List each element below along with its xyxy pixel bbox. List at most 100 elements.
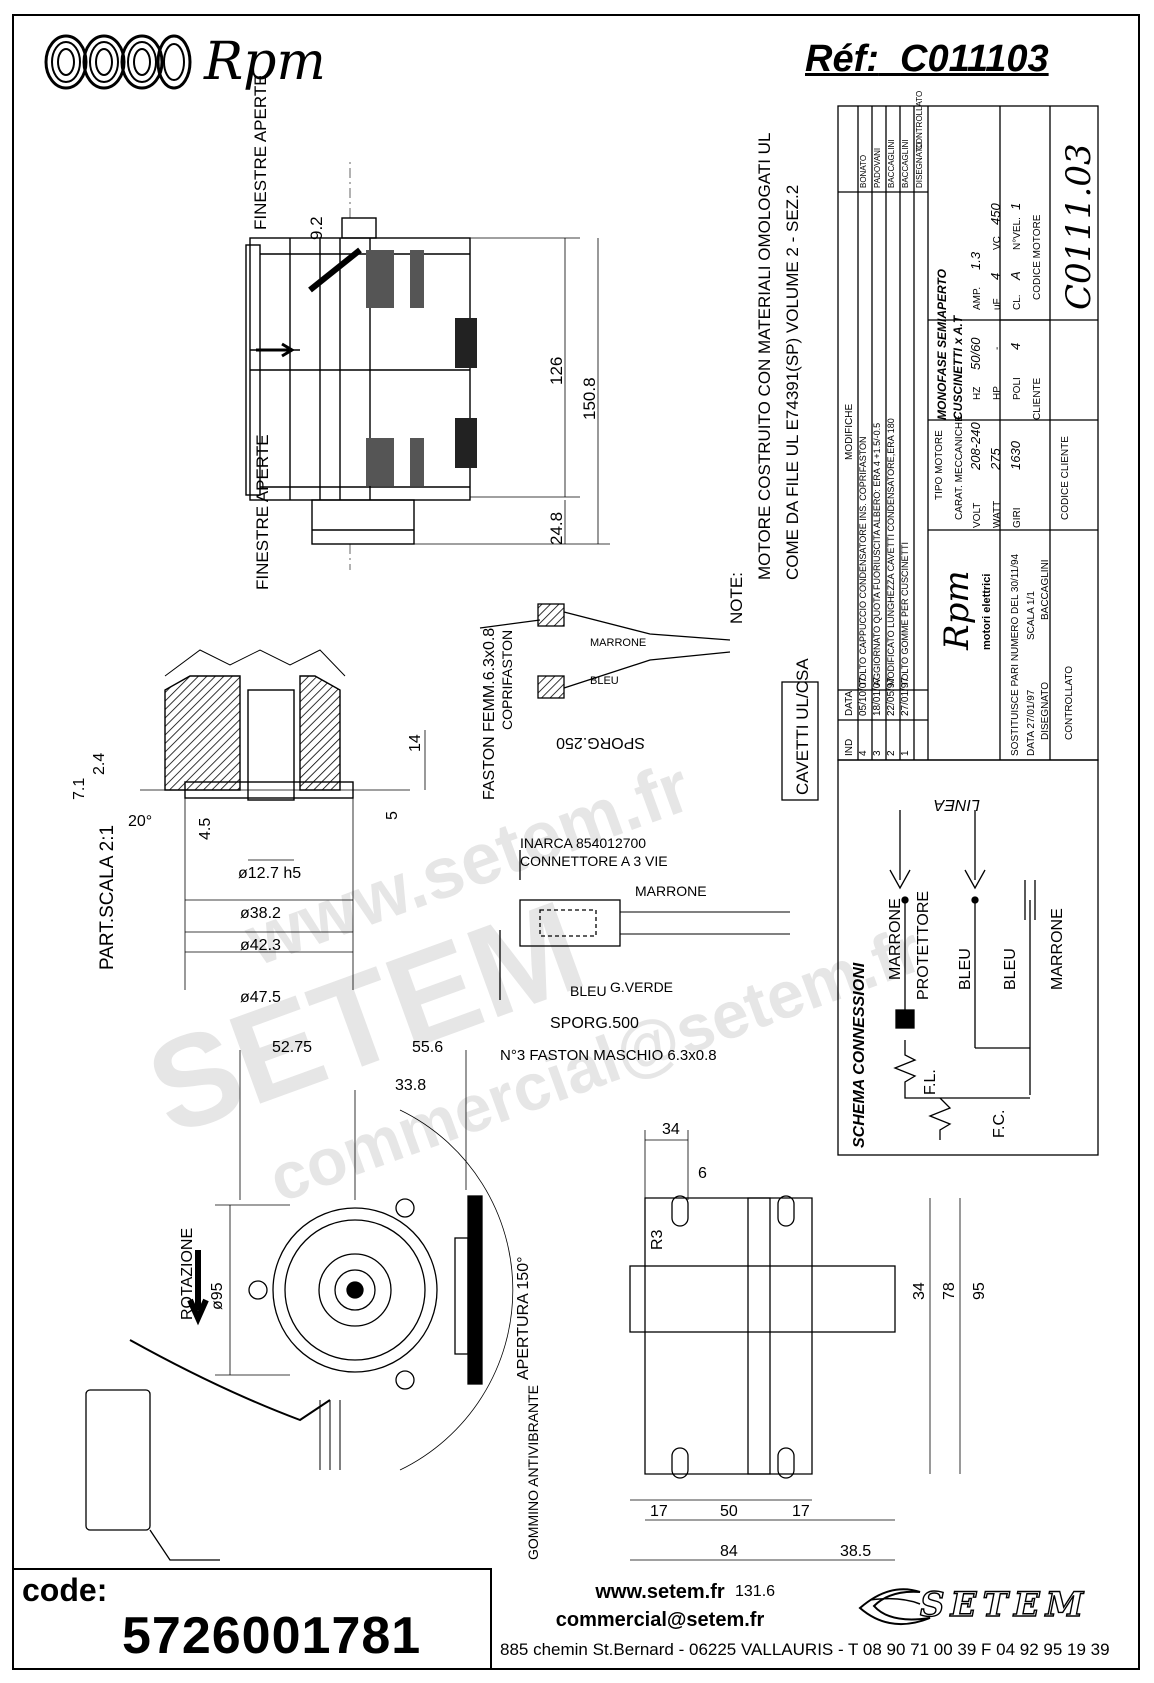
tb-poli-v: 4	[1008, 343, 1023, 350]
tb-rev-4-text: TOLTO CAPPUCCIO CONDENSATORE INS. COPRIF…	[858, 436, 868, 686]
ref-label: Réf:	[805, 38, 879, 80]
label-marrone-2: MARRONE	[635, 883, 707, 899]
label-finestre-bottom: FINESTRE APERTE	[253, 434, 272, 590]
tb-volt: VOLT	[972, 503, 983, 528]
label-g-verde: G.VERDE	[610, 979, 673, 995]
rpm-coil-icon	[44, 34, 192, 90]
label-faston-maschio: N°3 FASTON MASCHIO 6.3x0.8	[500, 1047, 717, 1064]
tb-amp-v: 1.3	[968, 251, 983, 270]
page-frame	[12, 14, 1140, 1670]
dim-84: 84	[720, 1543, 738, 1560]
tb-controllato: CONTROLLATO	[1064, 666, 1075, 740]
dim-78: 78	[941, 1282, 958, 1300]
dim-38-2: ø38.2	[240, 905, 281, 922]
tb-hp: HP	[992, 386, 1003, 400]
tb-rev-2-by: BACCAGLINI	[887, 140, 896, 188]
label-coprifaston: COPRIFASTON	[499, 630, 515, 730]
schema-connessioni	[837, 759, 1099, 1156]
tb-vc-v: 450	[988, 203, 1003, 225]
tb-rev-1-text: TOLTO GOMME PER CUSCINETTI	[900, 542, 910, 686]
dim-95-diameter: ø95	[209, 1282, 226, 1310]
tb-uf: uF	[992, 298, 1003, 310]
website-link[interactable]: www.setem.fr	[595, 1581, 725, 1603]
tb-giri-v: 1630	[1008, 440, 1023, 470]
tb-hz: HZ	[972, 387, 983, 400]
label-rotazione: ROTAZIONE	[179, 1228, 196, 1320]
motor-front-view	[85, 1050, 514, 1561]
code-box	[12, 1568, 492, 1670]
tb-uf-v: 4	[988, 273, 1003, 280]
tb-hz-v: 50/60	[968, 337, 983, 370]
tb-data-disegno: DATA 27/01/97	[1026, 689, 1037, 756]
tb-company-sub: motori elettrici	[981, 574, 993, 650]
tb-col-controllato: CONTROLLATO	[915, 91, 924, 150]
side-view-labels: FINESTRE APERTE FINESTRE APERTE 9.2 126 …	[251, 74, 599, 590]
motor-side-view	[245, 160, 610, 570]
dim-20-deg: 20°	[128, 813, 152, 830]
note-block: NOTE: MOTORE COSTRUITO CON MATERIALI OMO…	[727, 133, 802, 624]
ref-value: C011103	[900, 38, 1049, 80]
tb-tipo-motore: TIPO MOTORE	[934, 430, 945, 500]
label-gommino: GOMMINO ANTIVIBRANTE	[525, 1385, 541, 1560]
dim-12-7: ø12.7 h5	[238, 865, 301, 882]
label-fc: F.C.	[991, 1110, 1008, 1138]
tb-giri: GIRI	[1012, 507, 1023, 528]
dim-17-left: 17	[650, 1503, 668, 1520]
dim-6: 6	[698, 1165, 707, 1182]
tb-rev-4-date: 05/10/07	[858, 677, 869, 716]
tb-carat-value: CUSCINETTI x A.T	[951, 314, 965, 420]
tb-rev-2-text: MODIFICATO LUNGHEZZA CAVETTI CONDENSATOR…	[886, 418, 896, 686]
tb-watt: WATT	[992, 501, 1003, 528]
dim-4-5: 4.5	[197, 818, 214, 840]
schema-bleu-2: BLEU	[1002, 948, 1019, 990]
address: 885 chemin St.Bernard - 06225 VALLAURIS …	[500, 1640, 1110, 1659]
dim-131-6: 131.6	[735, 1583, 775, 1600]
tb-cl: CL.	[1012, 294, 1023, 310]
reference-code: Réf: C011103	[805, 38, 1049, 81]
label-faston-femm: FASTON FEMM.6.3x0.8	[481, 628, 498, 800]
tb-company: Rpm	[937, 570, 977, 651]
tb-ind: IND	[844, 739, 855, 756]
label-sporg-250: SPORG.250	[556, 734, 645, 751]
tb-rev-3-text: AGGIORNATO QUOTA FUORIUSCITA ALBERO: ERA…	[872, 423, 882, 686]
setem-swoosh-icon	[858, 1588, 931, 1625]
tb-cl-v: A	[1008, 271, 1023, 281]
bracket-view	[629, 1130, 961, 1561]
dim-24-8: 24.8	[547, 512, 566, 545]
tb-nvel-v: 1	[1008, 203, 1023, 210]
note-line-2: COME DA FILE UL E74391(SP) VOLUME 2 - SE…	[783, 185, 802, 580]
tb-rev-1-by: BACCAGLINI	[901, 140, 910, 188]
schema-bleu-1: BLEU	[957, 948, 974, 990]
schema-marrone-1: MARRONE	[887, 898, 904, 980]
tb-amp: AMP.	[972, 287, 983, 310]
label-part-scala: PART.SCALA 2:1	[97, 825, 118, 970]
bracket-labels: 34 6 R3 34 78 95 17 50 17 84 38.5 131.6	[649, 1121, 988, 1600]
email-link[interactable]: commercial@setem.fr	[555, 1609, 765, 1631]
schema-title: SCHEMA CONNESSIONI	[851, 962, 868, 1148]
schema-protettore: PROTETTORE	[915, 891, 932, 1000]
brand-name: Rpm	[204, 32, 326, 92]
label-marrone-1: MARRONE	[590, 637, 646, 649]
tb-cliente: CLIENTE	[1032, 377, 1043, 420]
tb-scala: SCALA 1/1	[1026, 591, 1037, 640]
dim-34: 34	[662, 1121, 680, 1138]
label-apertura: APERTURA 150°	[515, 1257, 532, 1381]
dim-95: 95	[971, 1282, 988, 1300]
dim-52-75: 52.75	[272, 1039, 312, 1056]
tb-data: DATA	[844, 690, 855, 716]
dim-2-4: 2.4	[91, 753, 108, 775]
tb-disegnato: DISEGNATO	[1040, 682, 1051, 740]
dim-42-3: ø42.3	[240, 937, 281, 954]
rpm-logo: Rpm	[44, 30, 326, 94]
tb-rev-3-n: 3	[872, 750, 883, 756]
tb-rev-4-n: 4	[858, 750, 869, 756]
label-linea: LINEA	[934, 796, 980, 813]
tb-rev-3-date: 18/01/07	[872, 677, 883, 716]
tb-rev-4-by: BONATO	[859, 155, 868, 188]
shaft-detail	[140, 649, 426, 990]
tb-rev-2-n: 2	[886, 750, 897, 756]
tb-col-disegnato: DISEGNATO	[915, 142, 924, 188]
dim-50: 50	[720, 1503, 738, 1520]
label-fl: F.L.	[922, 1069, 939, 1095]
